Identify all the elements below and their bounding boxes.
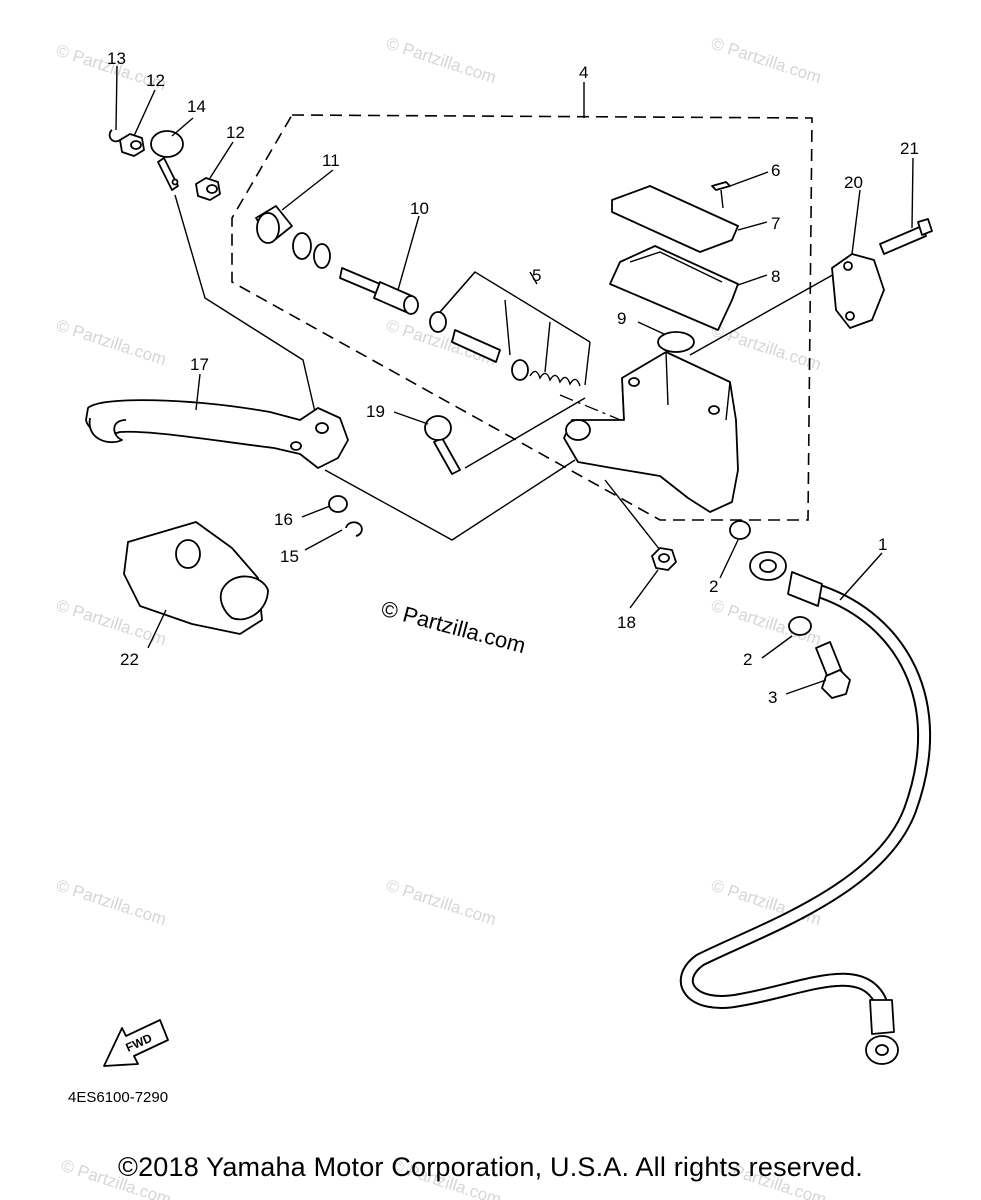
circlip-14 xyxy=(108,129,121,143)
callout-18: 18 xyxy=(617,613,636,632)
callout-17: 17 xyxy=(190,355,209,374)
dust-boot-11 xyxy=(255,205,331,269)
copper-washer-2 xyxy=(788,616,812,636)
screw-6 xyxy=(711,181,731,209)
pivot-bolt-19 xyxy=(424,415,461,475)
callout-19: 19 xyxy=(366,402,385,421)
lever-17 xyxy=(85,399,349,469)
watermark: © Partzilla.com xyxy=(384,34,499,87)
callouts: 13 12 14 12 11 10 4 5 6 7 8 9 20 21 17 1… xyxy=(107,49,919,707)
copyright-notice: ©2018 Yamaha Motor Corporation, U.S.A. A… xyxy=(117,1152,864,1182)
float-9 xyxy=(657,331,695,353)
callout-12: 12 xyxy=(146,71,165,90)
callout-11: 11 xyxy=(322,151,340,170)
fwd-arrow-icon: FWD xyxy=(103,1019,169,1067)
callout-9: 9 xyxy=(617,309,626,328)
watermark: © Partzilla.com xyxy=(709,34,824,87)
push-rod-10 xyxy=(339,267,419,315)
leader-lines xyxy=(115,65,914,695)
callout-13: 14 xyxy=(187,97,206,116)
partzilla-watermark: © Partzilla.com xyxy=(379,596,529,659)
callout-21: 21 xyxy=(900,139,919,158)
watermark: © Partzilla.com xyxy=(384,876,499,929)
callout-1: 1 xyxy=(878,535,887,554)
nut-12-lower xyxy=(195,177,221,201)
callout-16: 16 xyxy=(274,510,293,529)
union-bolt-3 xyxy=(815,641,851,699)
nut-18 xyxy=(651,547,677,571)
callout-20: 20 xyxy=(844,173,863,192)
bolt-21 xyxy=(879,218,933,255)
callout-15: 15 xyxy=(280,547,299,566)
callout-14: 13 xyxy=(107,49,126,68)
callout-7: 7 xyxy=(771,214,780,233)
callout-4: 4 xyxy=(579,63,588,82)
copper-washer-2 xyxy=(729,520,751,540)
nut-12-upper xyxy=(119,133,145,157)
watermark: © Partzilla.com xyxy=(54,876,169,929)
callout-2: 2 xyxy=(709,577,718,596)
cap-7 xyxy=(611,185,739,253)
callout-5: 5 xyxy=(532,266,541,285)
washer-16 xyxy=(328,495,348,513)
holder-20 xyxy=(831,253,885,329)
master-cylinder-body xyxy=(563,351,739,513)
callout-3: 3 xyxy=(768,688,777,707)
pivot-bolt-13 xyxy=(150,130,184,191)
cover-22 xyxy=(123,521,269,635)
assembly-boundary xyxy=(231,114,813,521)
brake-hose-1 xyxy=(680,551,932,1065)
callout-8: 8 xyxy=(771,267,780,286)
callout-6: 6 xyxy=(771,161,780,180)
watermark: © Partzilla.com xyxy=(709,321,824,374)
watermark: © Partzilla.com xyxy=(54,316,169,369)
diaphragm-8 xyxy=(609,245,739,331)
diagram-code: 4ES6100-7290 xyxy=(68,1089,169,1106)
callout-22: 22 xyxy=(120,650,139,669)
piston-kit-5 xyxy=(429,271,591,387)
circlip-15 xyxy=(345,521,363,537)
callout-2: 2 xyxy=(743,650,752,669)
callout-12: 12 xyxy=(226,123,245,142)
callout-10: 10 xyxy=(410,199,429,218)
connection-lines xyxy=(174,194,846,551)
